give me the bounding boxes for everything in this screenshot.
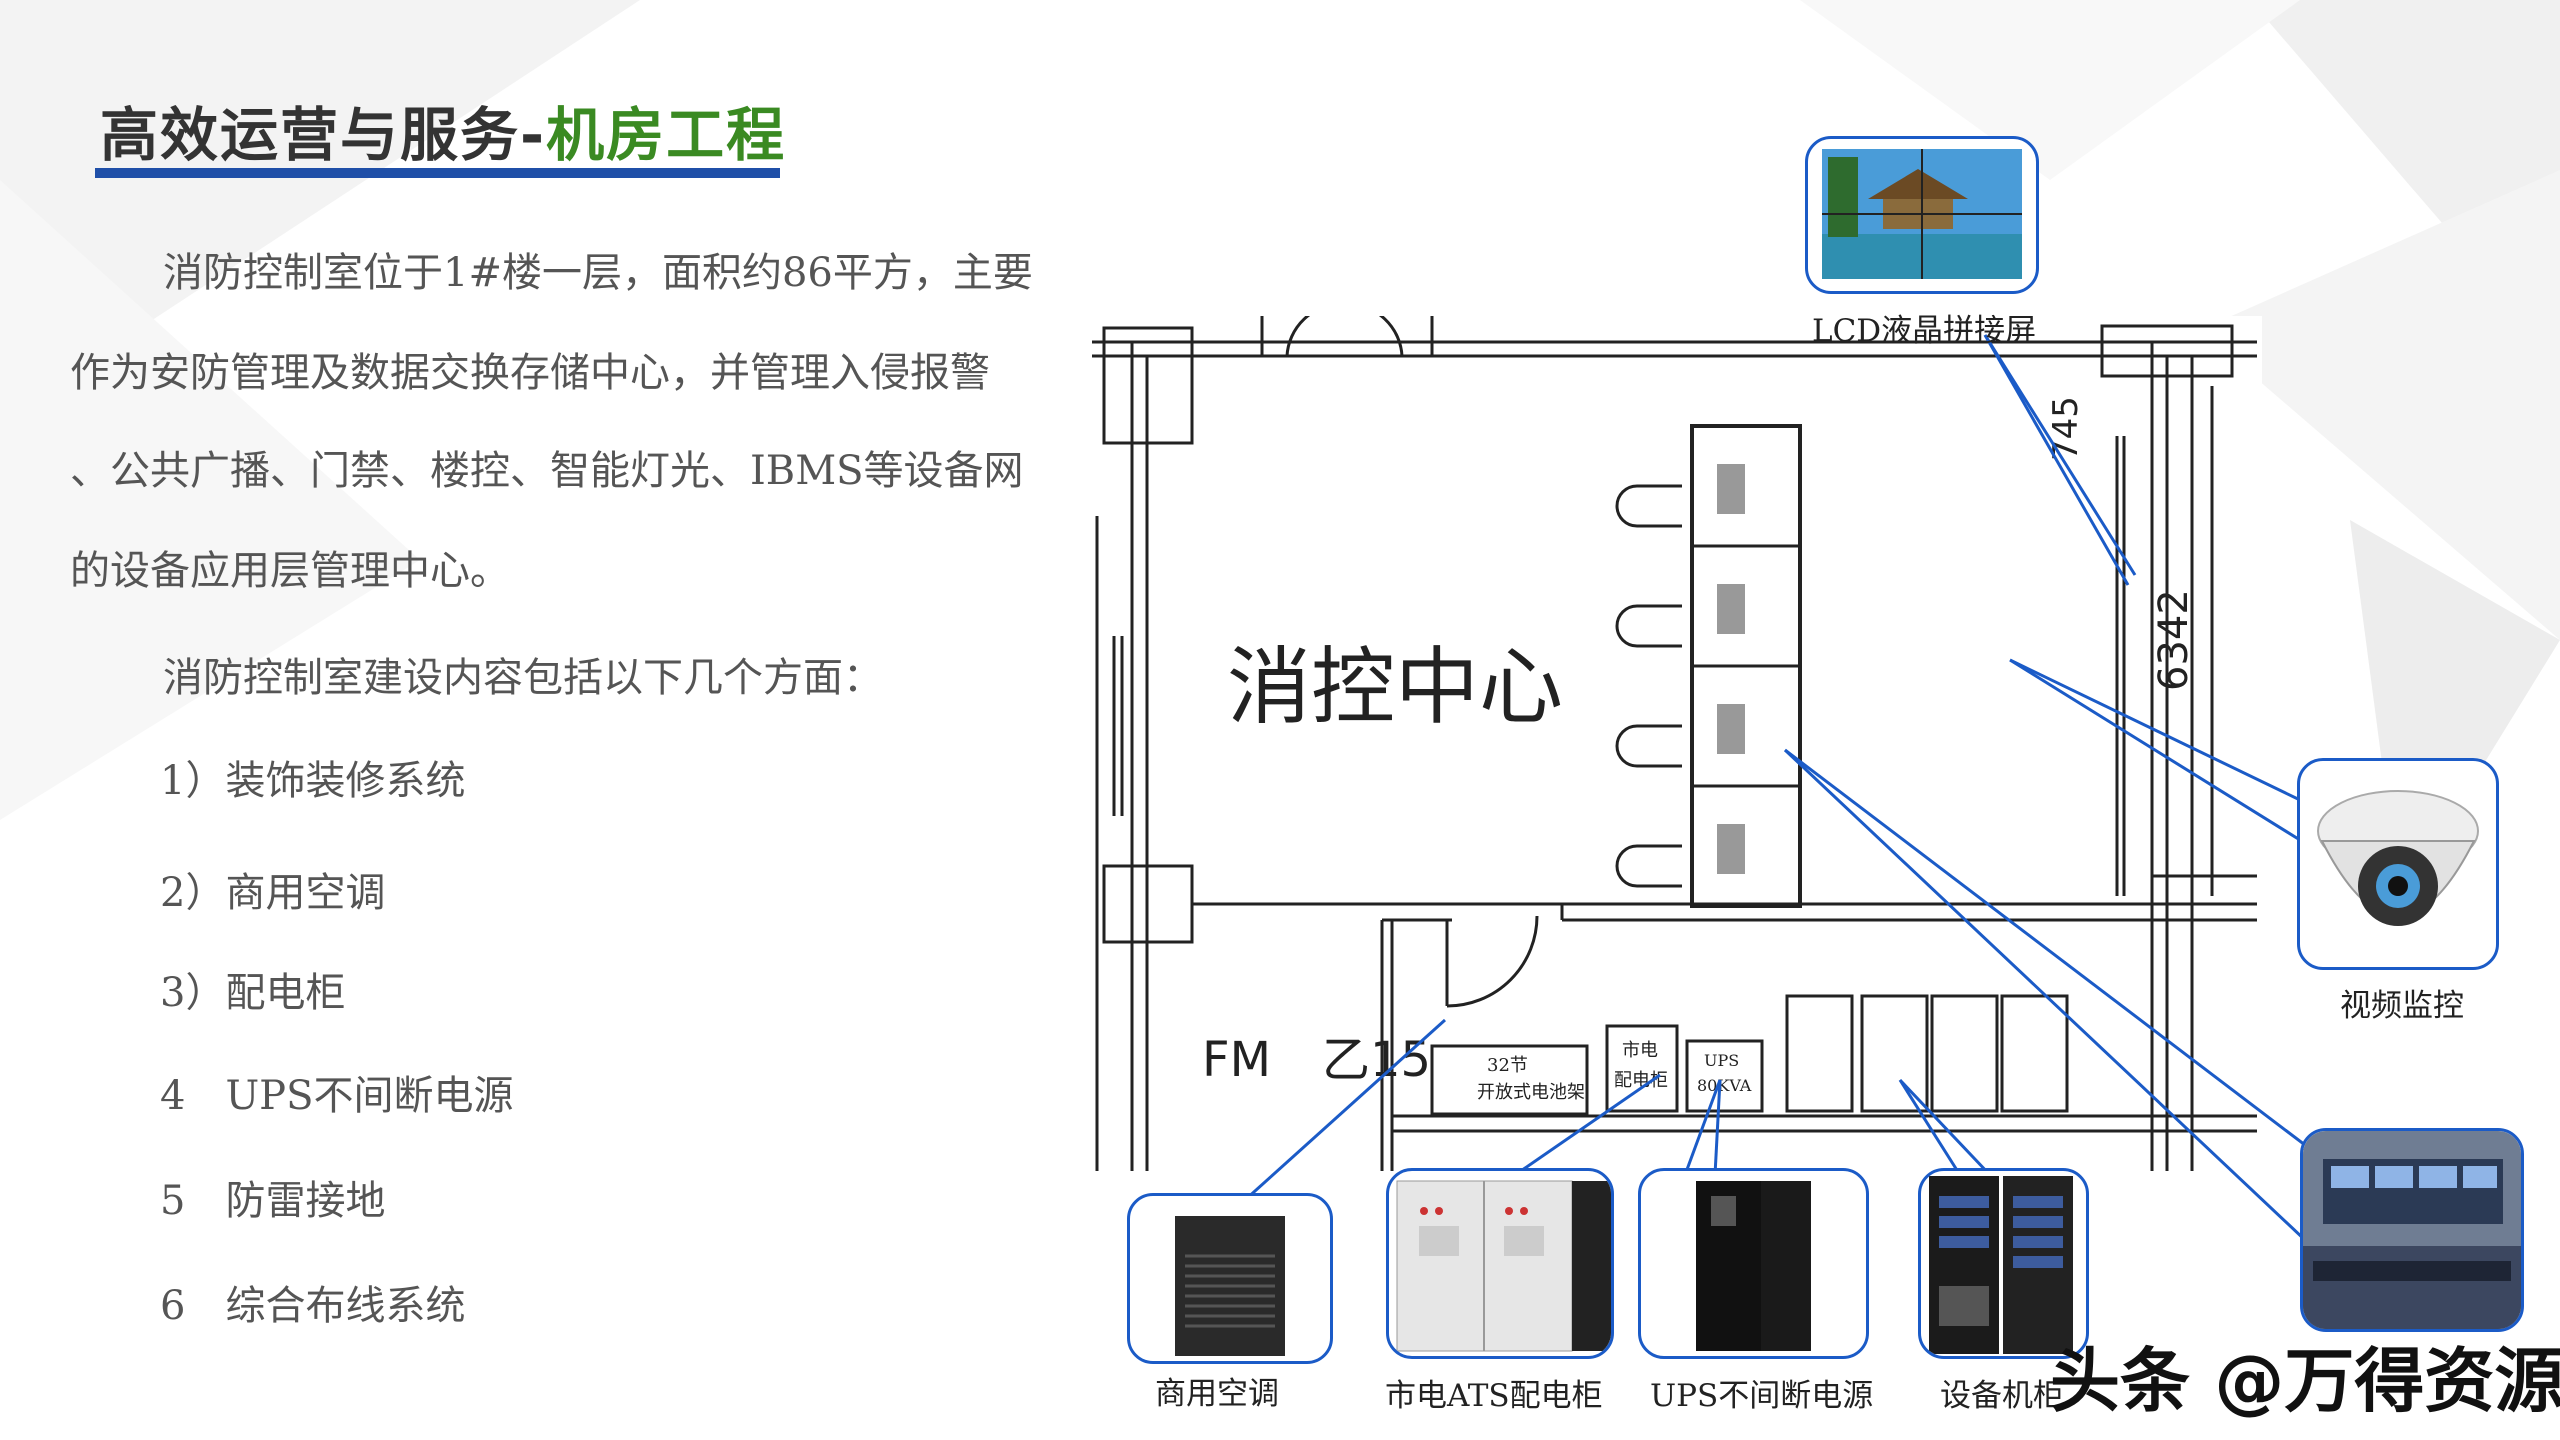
- paragraph-line: 、公共广播、门禁、楼控、智能灯光、IBMS等设备网: [70, 448, 1024, 494]
- list-item: 3）配电柜: [160, 970, 346, 1016]
- title-underline: [95, 168, 780, 178]
- ups-photo: [1638, 1168, 1869, 1359]
- battery-box-line2: 开放式电池架: [1477, 1082, 1585, 1103]
- door-label: 乙15: [1322, 1032, 1431, 1088]
- list-item: 4 UPS不间断电源: [160, 1073, 514, 1119]
- equipment-cabinet-photo: [1918, 1168, 2089, 1359]
- dimension-top: 745: [2046, 396, 2086, 461]
- battery-box-line1: 32节: [1487, 1055, 1528, 1076]
- video-label: 视频监控: [2340, 988, 2464, 1024]
- ats-label: 市电ATS配电柜: [1385, 1378, 1603, 1414]
- page-title-highlight: 机房工程: [546, 101, 787, 169]
- power-box-line2: 配电柜: [1614, 1070, 1668, 1091]
- fm-label: FM: [1202, 1032, 1271, 1088]
- list-item: 1）装饰装修系统: [160, 758, 466, 804]
- page-title: 高效运营与服务-机房工程: [100, 101, 787, 169]
- cabinet-label: 设备机柜: [1940, 1378, 2064, 1414]
- paragraph-line: 消防控制室建设内容包括以下几个方面：: [163, 655, 883, 701]
- list-item: 5 防雷接地: [160, 1178, 386, 1224]
- lcd-label: LCD液晶拼接屏: [1812, 313, 2037, 349]
- ups-box-line1: UPS: [1704, 1051, 1739, 1070]
- list-item: 2）商用空调: [160, 870, 386, 916]
- power-box-line1: 市电: [1622, 1040, 1658, 1061]
- control-room-photo: [2300, 1128, 2524, 1332]
- lcd-wall-photo: [1805, 136, 2039, 294]
- paragraph-line: 作为安防管理及数据交换存储中心，并管理入侵报警: [70, 350, 990, 396]
- ups-label: UPS不间断电源: [1650, 1378, 1874, 1414]
- ats-cabinet-photo: [1386, 1168, 1614, 1359]
- ups-box-line2: 80KVA: [1697, 1076, 1752, 1095]
- dimension-right: 6342: [2151, 589, 2197, 691]
- paragraph-line: 消防控制室位于1#楼一层，面积约86平方，主要: [163, 250, 1033, 296]
- paragraph-line: 的设备应用层管理中心。: [70, 548, 510, 594]
- aircon-label: 商用空调: [1155, 1376, 1279, 1412]
- room-name: 消控中心: [1227, 638, 1563, 736]
- floor-plan: 消控中心 745 6342 FM 乙15 32节 开放式电池架 市电 配电柜 U…: [1092, 316, 2262, 1176]
- aircon-photo: [1127, 1193, 1333, 1364]
- camera-photo: [2297, 758, 2499, 970]
- list-item: 6 综合布线系统: [160, 1283, 466, 1329]
- watermark: 头条 @万得资源: [2050, 1340, 2560, 1422]
